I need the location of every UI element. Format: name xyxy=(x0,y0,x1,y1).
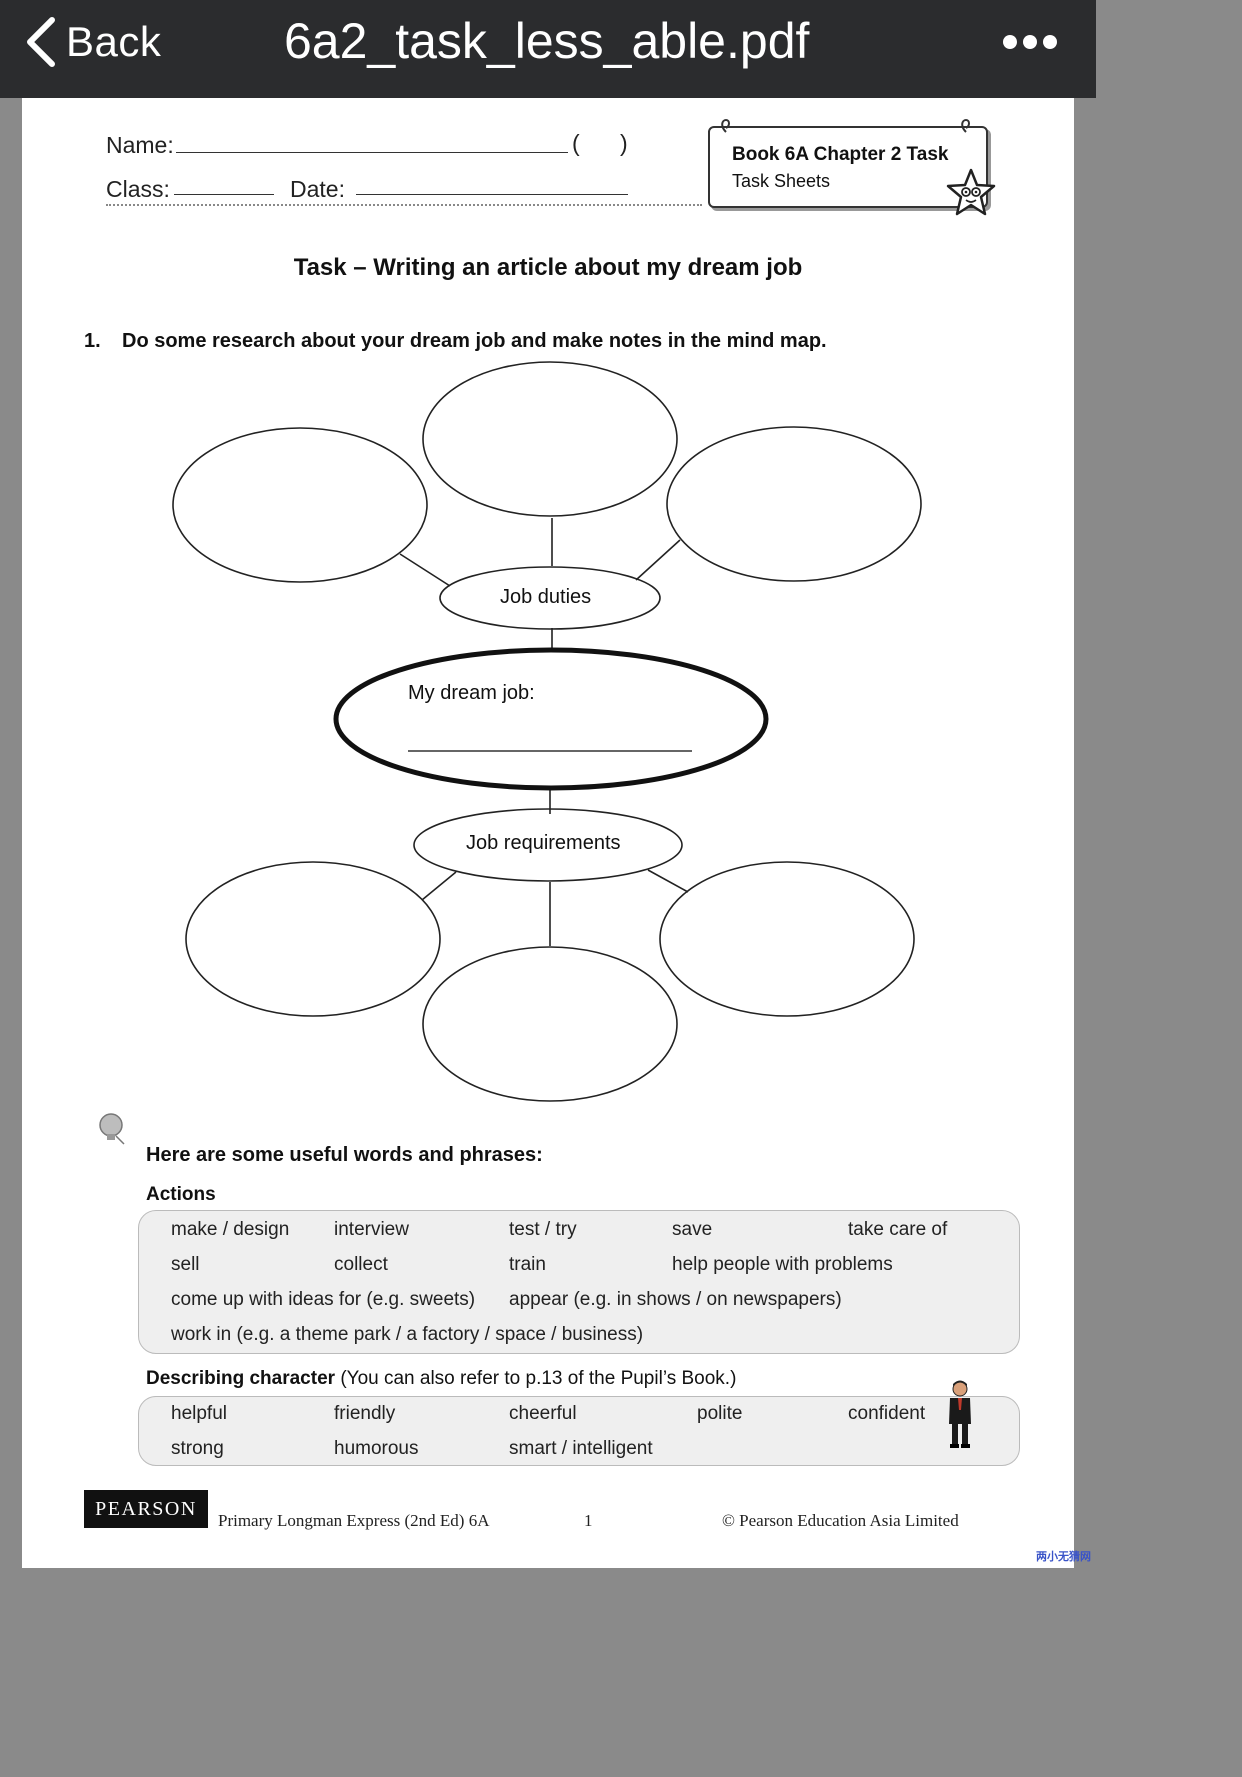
actions-heading: Actions xyxy=(146,1184,216,1205)
word-item: smart / intelligent xyxy=(509,1438,653,1459)
word-item: polite xyxy=(697,1403,743,1424)
phrases-heading: Here are some useful words and phrases: xyxy=(146,1144,543,1166)
watermark: 两小无猜网 xyxy=(1036,1551,1091,1563)
class-line xyxy=(174,194,274,195)
book-subtitle: Task Sheets xyxy=(732,171,831,191)
question-1: 1. Do some research about your dream job … xyxy=(84,330,827,353)
header-divider xyxy=(106,204,702,206)
job-duties-bubble xyxy=(439,566,661,630)
class-label: Class: xyxy=(106,176,170,202)
word-item: make / design xyxy=(171,1219,290,1240)
paren-open: ( xyxy=(572,130,580,156)
top-bar: Back 6a2_task_less_able.pdf xyxy=(0,0,1096,98)
word-item: cheerful xyxy=(509,1403,577,1424)
empty-bubble xyxy=(666,426,922,582)
document-title: 6a2_task_less_able.pdf xyxy=(284,13,810,69)
pearson-logo: PEARSON xyxy=(84,1490,208,1528)
character-box: helpful friendly cheerful polite confide… xyxy=(138,1396,1020,1466)
word-item: friendly xyxy=(334,1403,396,1424)
empty-bubble xyxy=(185,861,441,1017)
mind-map xyxy=(172,361,922,1102)
businessman-icon xyxy=(949,1380,971,1448)
empty-bubble xyxy=(172,427,428,583)
paren-close: ) xyxy=(620,130,628,156)
word-item: train xyxy=(509,1254,546,1275)
word-item: take care of xyxy=(848,1219,948,1240)
connector-line xyxy=(421,871,457,901)
footer-page-number: 1 xyxy=(584,1511,593,1530)
back-label: Back xyxy=(66,18,162,65)
date-label: Date: xyxy=(290,176,345,202)
book-title: Book 6A Chapter 2 Task xyxy=(732,144,949,165)
name-line xyxy=(176,152,568,153)
dream-job-label: My dream job: xyxy=(408,682,535,704)
word-item: appear (e.g. in shows / on newspapers) xyxy=(509,1289,842,1310)
job-requirements-label: Job requirements xyxy=(466,832,621,854)
word-item: work in (e.g. a theme park / a factory /… xyxy=(171,1324,644,1345)
word-item: sell xyxy=(171,1254,200,1275)
task-title: Task – Writing an article about my dream… xyxy=(293,254,803,281)
connector-line xyxy=(635,539,681,581)
character-heading-label: Describing character xyxy=(146,1368,336,1389)
word-item: collect xyxy=(334,1254,388,1275)
character-note: (You can also refer to p.13 of the Pupil… xyxy=(340,1368,737,1389)
word-item: humorous xyxy=(334,1438,419,1459)
lightbulb-icon xyxy=(99,1113,125,1145)
more-dots-icon[interactable] xyxy=(998,28,1062,56)
question-text: Do some research about your dream job an… xyxy=(122,330,827,352)
word-item: help people with problems xyxy=(672,1254,893,1275)
footer-book: Primary Longman Express (2nd Ed) 6A xyxy=(218,1511,490,1530)
word-item: test / try xyxy=(509,1219,577,1240)
chevron-left-icon xyxy=(27,17,55,67)
word-item: interview xyxy=(334,1219,409,1240)
box-clips xyxy=(721,118,970,133)
book-chapter-box: Book 6A Chapter 2 Task Task Sheets xyxy=(708,126,988,208)
actions-box: make / design interview test / try save … xyxy=(138,1210,1020,1354)
connector-line xyxy=(399,553,451,587)
dream-job-bubble xyxy=(333,647,769,791)
back-button[interactable]: Back xyxy=(24,14,161,70)
word-item: strong xyxy=(171,1438,224,1459)
empty-bubble xyxy=(422,361,678,517)
connector-line xyxy=(647,869,689,893)
name-label: Name: xyxy=(106,132,174,158)
question-number: 1. xyxy=(84,330,101,352)
character-heading: Describing character (You can also refer… xyxy=(146,1368,736,1390)
word-item: confident xyxy=(848,1403,926,1424)
word-item: save xyxy=(672,1219,713,1240)
empty-bubble xyxy=(659,861,915,1017)
footer-copyright: © Pearson Education Asia Limited xyxy=(722,1511,959,1530)
job-duties-label: Job duties xyxy=(500,586,592,608)
date-line xyxy=(356,194,628,195)
empty-bubble xyxy=(422,946,678,1102)
pdf-page: Name: ( ) Class: Date: Book 6A Chapter 2… xyxy=(22,98,1074,1568)
word-item: helpful xyxy=(171,1403,227,1424)
job-requirements-bubble xyxy=(413,808,683,882)
word-item: come up with ideas for (e.g. sweets) xyxy=(171,1289,476,1310)
star-mascot-icon xyxy=(946,168,996,216)
